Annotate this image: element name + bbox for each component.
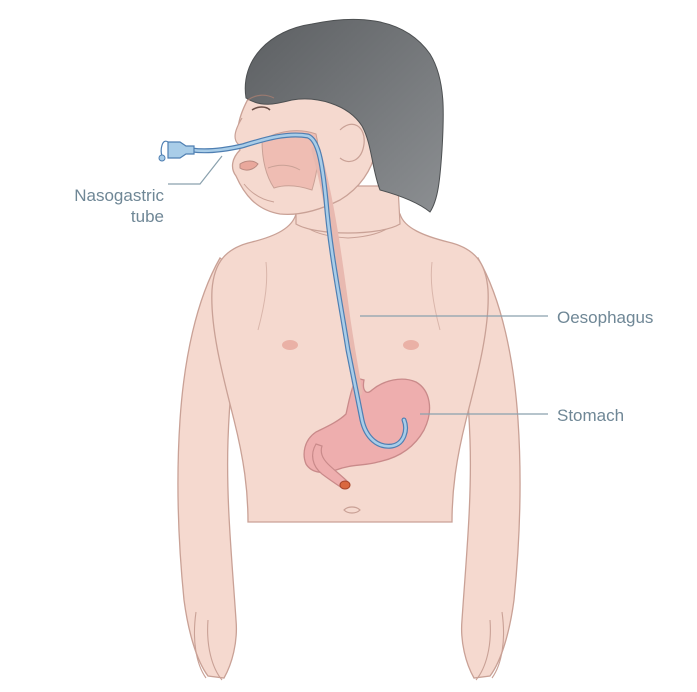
- right-nipple: [403, 340, 419, 350]
- tube-connector: [168, 142, 194, 158]
- nasogastric-tube-label: Nasogastric tube: [22, 185, 164, 227]
- tube-leader: [168, 156, 222, 184]
- oesophagus-label: Oesophagus: [557, 307, 653, 328]
- head: [233, 19, 444, 214]
- stomach-label: Stomach: [557, 405, 624, 426]
- left-nipple: [282, 340, 298, 350]
- nasogastric-tube-label-line1: Nasogastric: [22, 185, 164, 206]
- nasogastric-tube-label-line2: tube: [22, 206, 164, 227]
